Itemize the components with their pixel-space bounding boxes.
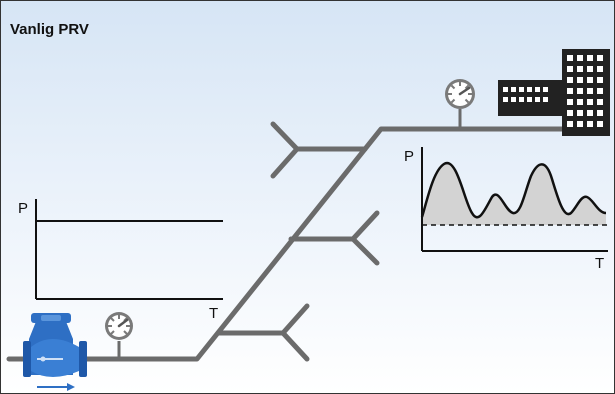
branch-fork-bottom-b [280,330,310,362]
valve-icon [23,313,87,377]
main-pipe [6,126,607,362]
pressure-gauge-icon [105,312,133,340]
pressure-gauge-icon [445,79,475,109]
branch-fork-middle-a [350,210,380,242]
building-icon [498,49,610,136]
right-chart-x-label: T [595,255,605,272]
right-chart-y-label: P [404,148,415,165]
branch-fork-top-a [270,121,300,152]
branch-fork-top-b [270,146,300,179]
right-chart-fill [422,163,606,225]
right-pressure-chart [420,147,608,252]
left-chart-x-label: T [209,305,219,322]
right-chart-pressure-curve [420,161,607,219]
left-chart-y-label: P [18,200,29,217]
branch-fork-bottom-a [280,303,310,336]
pipe-network [6,121,607,362]
left-pressure-chart [35,199,223,300]
flow-arrow-icon [37,383,75,391]
diagram-title: Vanlig PRV [10,21,89,38]
branch-fork-middle-b [350,236,380,266]
